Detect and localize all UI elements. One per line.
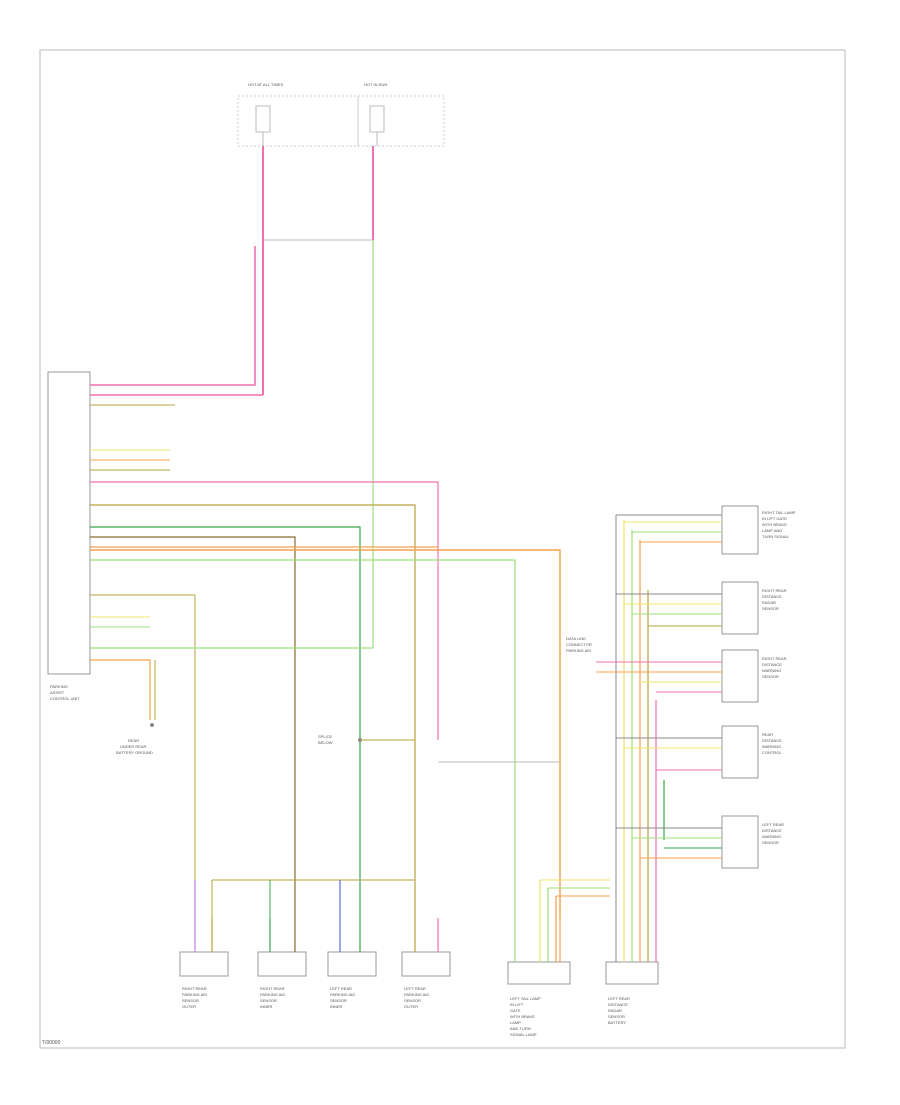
sensor-1-label-3: SENSOR	[182, 998, 199, 1003]
rm-2-label-1: RIGHT REAR	[762, 588, 787, 593]
rm-5-label-2: DISTANCE	[762, 828, 782, 833]
rm-3-label-2: DISTANCE	[762, 662, 782, 667]
control-unit-label-2: ASSIST	[50, 690, 65, 695]
rm-4-label-1: REAR	[762, 732, 773, 737]
page-frame	[39, 49, 846, 1049]
bm-1-label-3: GATE	[510, 1008, 521, 1013]
sensor-4-label-3: SENSOR	[404, 998, 421, 1003]
rm-5-label-4: SENSOR	[762, 840, 779, 845]
sensor-3-label-4: INNER	[330, 1004, 343, 1009]
splice-label-1: SPLICE	[318, 734, 333, 739]
right-module-4: REAR DISTANCE WARNING CONTROL	[721, 725, 782, 779]
sensor-3-label-1: LEFT REAR	[330, 986, 352, 991]
rm-4-label-2: DISTANCE	[762, 738, 782, 743]
rm-4-label-3: WARNING	[762, 744, 781, 749]
sensor-2-label-1: RIGHT REAR	[260, 986, 285, 991]
connector-note-2: CONNECTOR	[566, 642, 592, 647]
splice-label-2: BELOW	[318, 740, 333, 745]
ground-label-3: BATTERY GROUND	[116, 750, 153, 755]
rm-3-label-3: WARNING	[762, 668, 781, 673]
bm-1-label-1: LEFT TAIL LAMP	[510, 996, 541, 1001]
fuse-box-left-title: HOT AT ALL TIMES	[248, 82, 283, 87]
fuse-box-left: HOT AT ALL TIMES	[237, 82, 359, 147]
rm-2-label-3: RADAR	[762, 600, 776, 605]
bm-2-label-4: SENSOR	[608, 1014, 625, 1019]
fuse-box-right-title: HOT IN RUN	[364, 82, 387, 87]
sensor-right-rear-inner: RIGHT REAR PARKING AID SENSOR INNER	[257, 951, 307, 1009]
control-unit-label-3: CONTROL UNIT	[50, 696, 80, 701]
rm-1-label-4: LAMP AND	[762, 528, 782, 533]
sensor-4-label-4: OUTER	[404, 1004, 418, 1009]
sensor-3-label-3: SENSOR	[330, 998, 347, 1003]
rm-5-label-1: LEFT REAR	[762, 822, 784, 827]
rm-1-label-5: TURN SIGNAL	[762, 534, 790, 539]
ground-label-1: REAR	[128, 738, 139, 743]
module-left-rear-radar: LEFT REAR DISTANCE RADAR SENSOR BATTERY	[605, 961, 659, 1025]
connector-note-3: PARKING AID	[566, 648, 591, 653]
sensor-3-label-2: PARKING AID	[330, 992, 355, 997]
bm-2-label-2: DISTANCE	[608, 1002, 628, 1007]
ground-point: REAR UNDER REAR BATTERY GROUND	[116, 723, 154, 755]
bm-2-label-3: RADAR	[608, 1008, 622, 1013]
right-module-2: RIGHT REAR DISTANCE RADAR SENSOR	[721, 581, 787, 635]
rm-1-label-3: WITH BRAKE	[762, 522, 787, 527]
control-unit-box	[47, 371, 91, 675]
right-module-3: RIGHT REAR DISTANCE WARNING SENSOR	[721, 649, 787, 703]
sensor-2-label-3: SENSOR	[260, 998, 277, 1003]
rm-3-label-1: RIGHT REAR	[762, 656, 787, 661]
fuse-box-right: HOT IN RUN	[357, 82, 445, 147]
splice: SPLICE BELOW	[318, 734, 415, 745]
bm-1-label-6: AND TURN	[510, 1026, 531, 1031]
bm-1-label-4: WITH BRAKE	[510, 1014, 535, 1019]
sensor-1-label-1: RIGHT REAR	[182, 986, 207, 991]
sensor-2-label-2: PARKING AID	[260, 992, 285, 997]
rm-1-label-2: IN LIFT GATE	[762, 516, 787, 521]
rm-5-label-3: WARNING	[762, 834, 781, 839]
control-unit-label-1: PARKING	[50, 684, 68, 689]
sensor-2-label-4: INNER	[260, 1004, 273, 1009]
bm-1-label-7: SIGNAL LAMP	[510, 1032, 537, 1037]
rm-1-label-1: RIGHT TAIL LAMP	[762, 510, 796, 515]
sensor-left-rear-outer: LEFT REAR PARKING AID SENSOR OUTER	[401, 951, 451, 1009]
module-left-tail-lamp: LEFT TAIL LAMP IN LIFT GATE WITH BRAKE L…	[507, 961, 571, 1037]
rm-2-label-2: DISTANCE	[762, 594, 782, 599]
right-feeders	[596, 514, 722, 859]
sensor-1-label-2: PARKING AID	[182, 992, 207, 997]
connector-note-1: DATA LINK	[566, 636, 586, 641]
bm-2-label-1: LEFT REAR	[608, 996, 630, 1001]
bm-2-label-5: BATTERY	[608, 1020, 626, 1025]
sensor-1-label-4: OUTER	[182, 1004, 196, 1009]
sensor-right-rear-outer: RIGHT REAR PARKING AID SENSOR OUTER	[179, 951, 229, 1009]
control-unit: PARKING ASSIST CONTROL UNIT	[47, 371, 91, 701]
rm-2-label-4: SENSOR	[762, 606, 779, 611]
rm-3-label-4: SENSOR	[762, 674, 779, 679]
sensor-4-label-2: PARKING AID	[404, 992, 429, 997]
right-module-5: LEFT REAR DISTANCE WARNING SENSOR	[721, 815, 784, 869]
sensor-4-label-1: LEFT REAR	[404, 986, 426, 991]
right-module-1: RIGHT TAIL LAMP IN LIFT GATE WITH BRAKE …	[721, 505, 796, 555]
sensor-left-rear-inner: LEFT REAR PARKING AID SENSOR INNER	[327, 951, 377, 1009]
data-link-note: DATA LINK CONNECTOR PARKING AID	[566, 636, 592, 653]
bm-1-label-2: IN LIFT	[510, 1002, 524, 1007]
diagram-code: T/00000	[42, 1040, 61, 1046]
bm-1-label-5: LAMP	[510, 1020, 521, 1025]
ground-label-2: UNDER REAR	[120, 744, 147, 749]
control-unit-wires	[90, 246, 561, 918]
rm-4-label-4: CONTROL	[762, 750, 782, 755]
